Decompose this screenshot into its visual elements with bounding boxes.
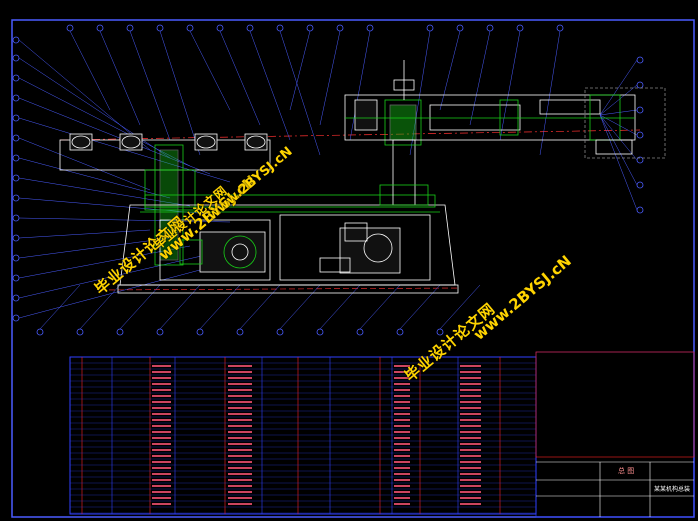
- upper-arm: [344, 87, 666, 159]
- title-block-cell1: 总 图: [618, 467, 635, 475]
- machine-base: [117, 194, 459, 294]
- centerline-base: [99, 287, 461, 291]
- vertical-column: [379, 60, 429, 206]
- drawing-frame: [11, 19, 695, 518]
- title-block-cell2: 某某机构总装: [654, 486, 691, 493]
- parts-list-table: [69, 356, 537, 515]
- title-block: [535, 351, 695, 518]
- centerline: [59, 129, 641, 141]
